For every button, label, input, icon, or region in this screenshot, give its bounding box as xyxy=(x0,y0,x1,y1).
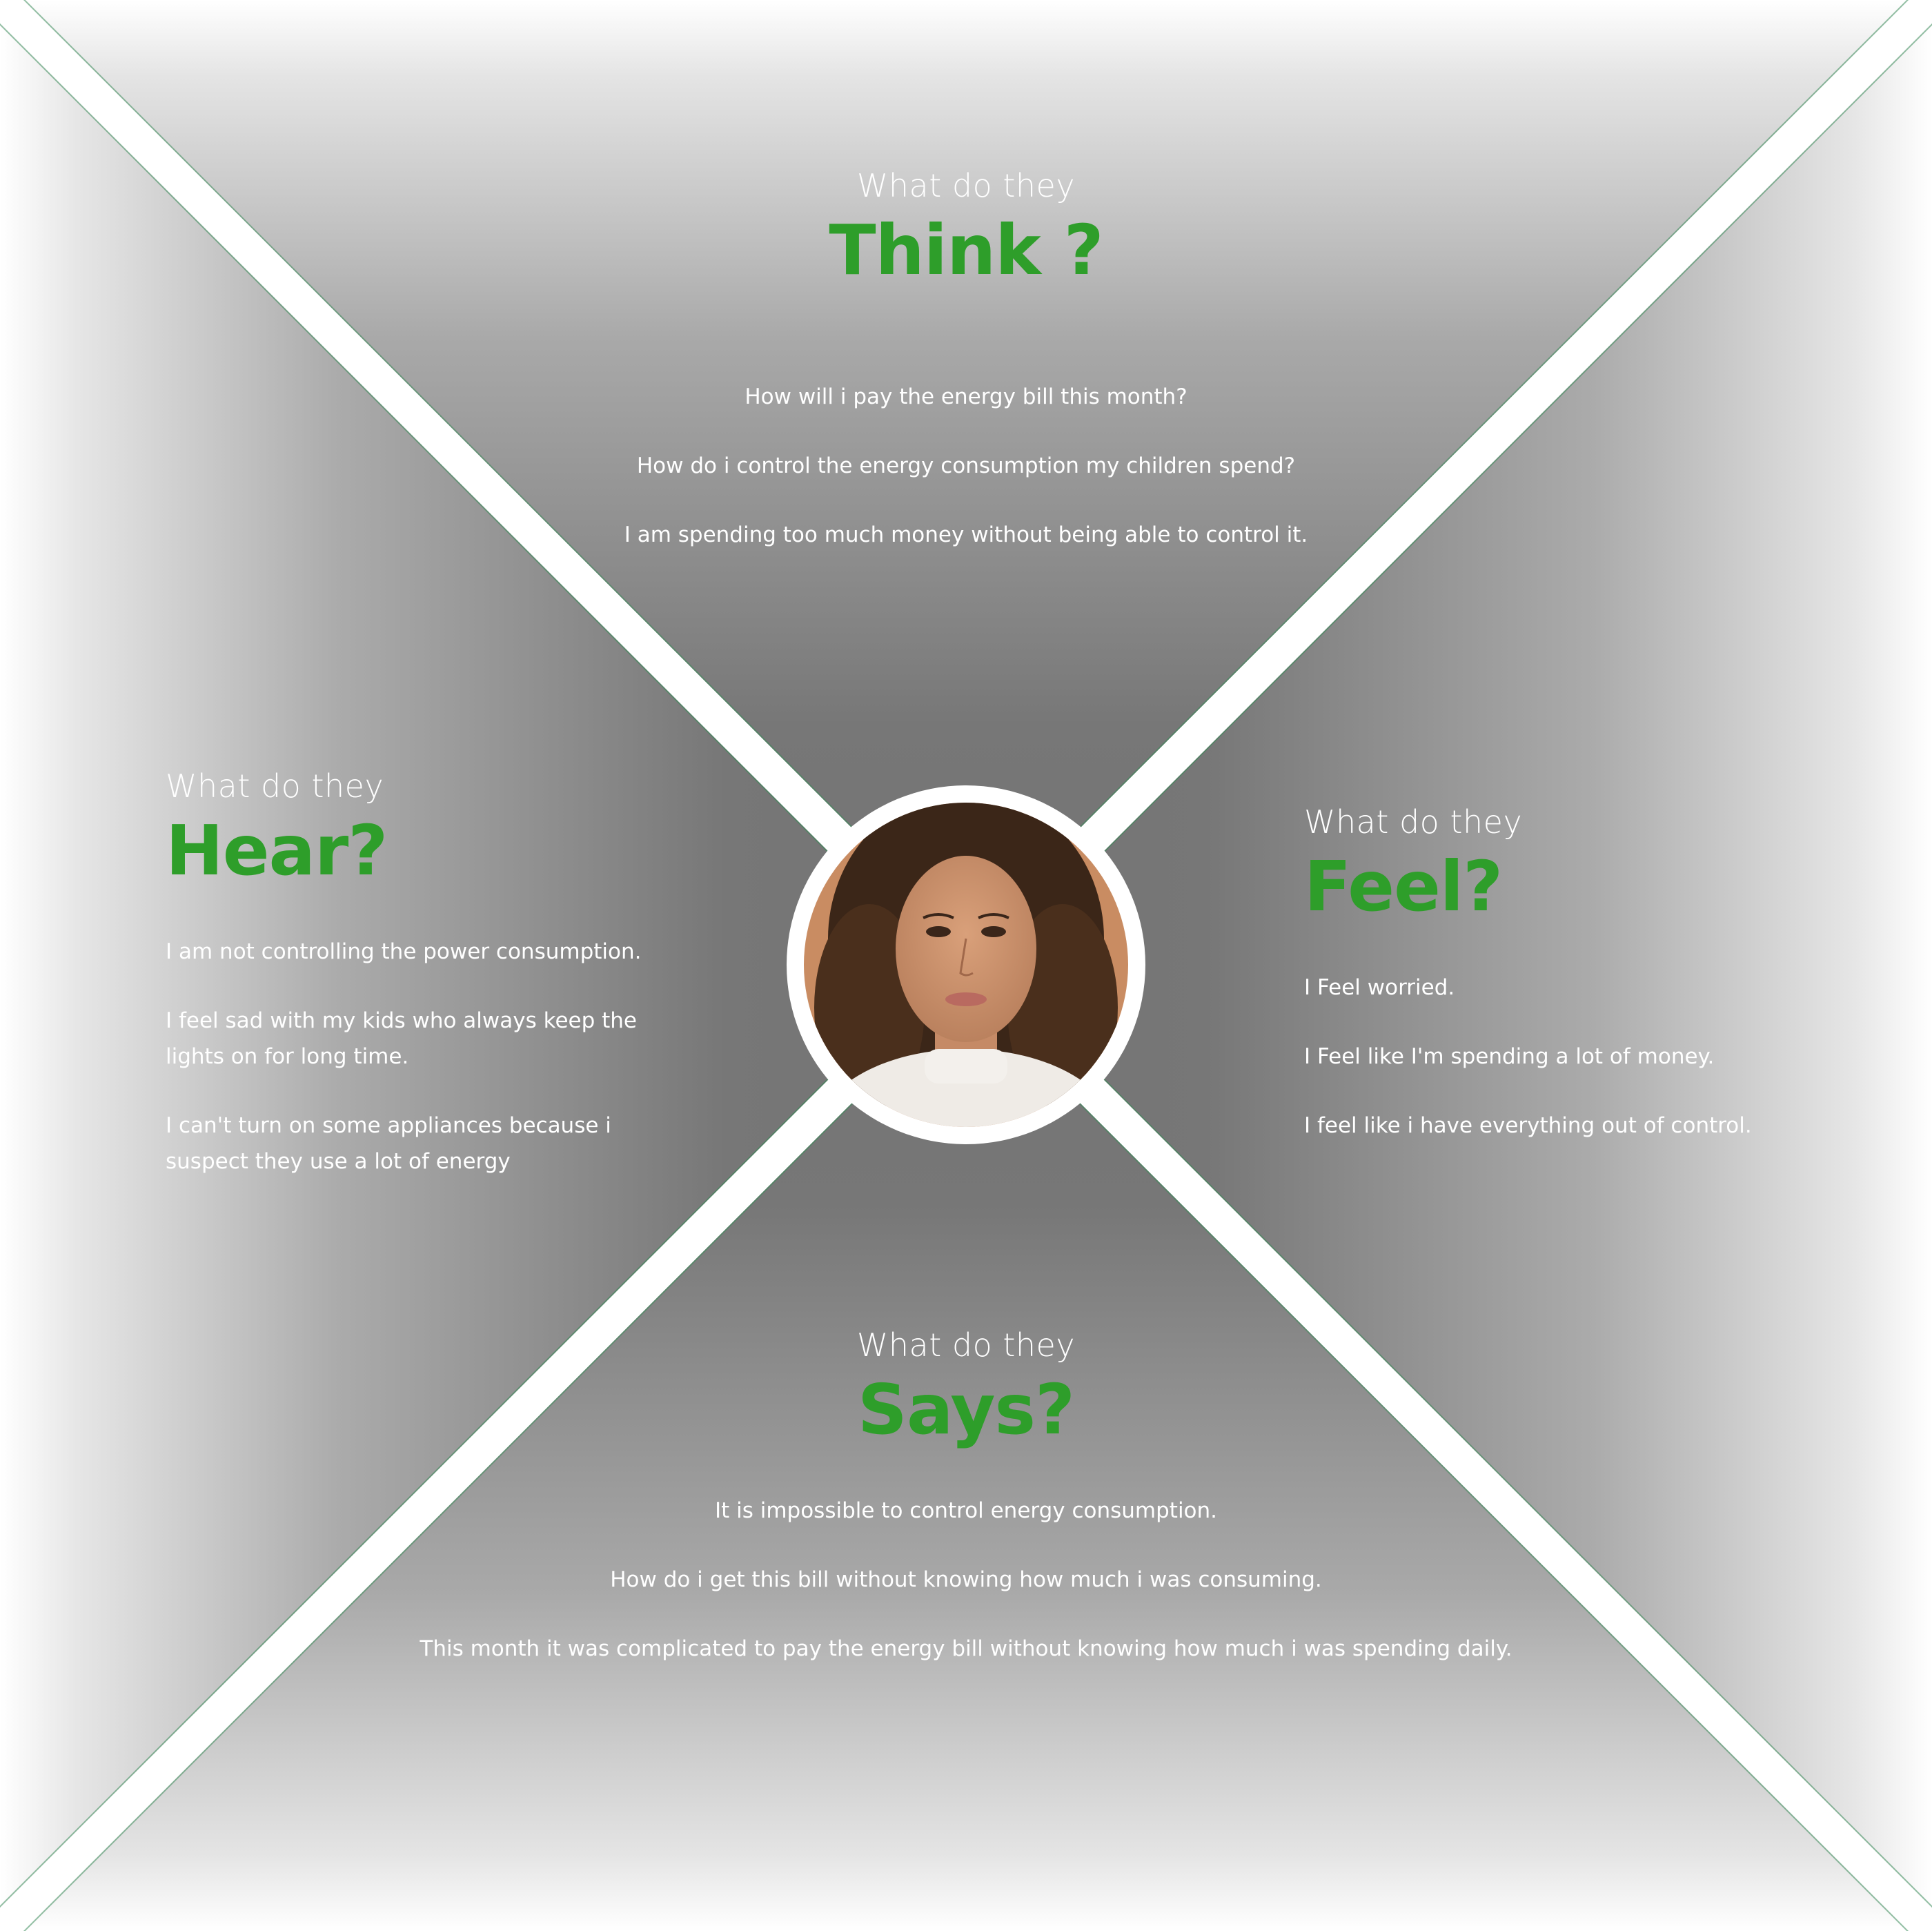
think-quadrant xyxy=(0,0,1932,965)
says-prefix: What do they xyxy=(856,1326,1076,1364)
think-prefix: What do they xyxy=(856,167,1076,204)
feel-line-3: I feel like i have everything out of con… xyxy=(1304,1113,1752,1138)
hear-line-3: lights on for long time. xyxy=(166,1044,409,1069)
hear-line-2: I feel sad with my kids who always keep … xyxy=(166,1008,637,1033)
hear-quadrant xyxy=(0,0,966,1931)
says-title: Says? xyxy=(857,1369,1075,1450)
hear-section: What do they Hear? I am not controlling … xyxy=(166,767,662,1179)
think-title: Think ? xyxy=(829,210,1103,291)
think-section: What do they Think ? How will i pay the … xyxy=(483,167,1449,553)
hear-statements: I am not controlling the power consumpti… xyxy=(166,934,662,1179)
says-line-2: How do i get this bill without knowing h… xyxy=(610,1567,1322,1592)
feel-quadrant xyxy=(966,0,1932,1931)
says-section: What do they Says? It is impossible to c… xyxy=(345,1326,1587,1667)
think-statements: How will i pay the energy bill this mont… xyxy=(483,379,1449,553)
feel-prefix: What do they xyxy=(1304,803,1523,841)
feel-section: What do they Feel? I Feel worried. I Fee… xyxy=(1304,803,1856,1144)
feel-title: Feel? xyxy=(1304,846,1503,927)
says-statements: It is impossible to control energy consu… xyxy=(345,1493,1587,1667)
think-line-3: I am spending too much money without bei… xyxy=(624,522,1308,547)
feel-line-2: I Feel like I'm spending a lot of money. xyxy=(1304,1044,1715,1069)
hear-line-1: I am not controlling the power consumpti… xyxy=(166,939,642,964)
feel-line-1: I Feel worried. xyxy=(1304,975,1455,1000)
hear-line-4: I can't turn on some appliances because … xyxy=(166,1113,611,1138)
think-line-2: How do i control the energy consumption … xyxy=(636,453,1296,478)
feel-statements: I Feel worried. I Feel like I'm spending… xyxy=(1304,970,1856,1144)
hear-title: Hear? xyxy=(166,810,388,891)
portrait-photo xyxy=(787,785,1145,1144)
think-line-1: How will i pay the energy bill this mont… xyxy=(745,384,1187,409)
says-line-3: This month it was complicated to pay the… xyxy=(420,1636,1512,1661)
hear-line-5: suspect they use a lot of energy xyxy=(166,1149,511,1174)
hear-prefix: What do they xyxy=(166,767,384,805)
says-quadrant xyxy=(0,965,1932,1931)
says-line-1: It is impossible to control energy consu… xyxy=(714,1498,1218,1523)
